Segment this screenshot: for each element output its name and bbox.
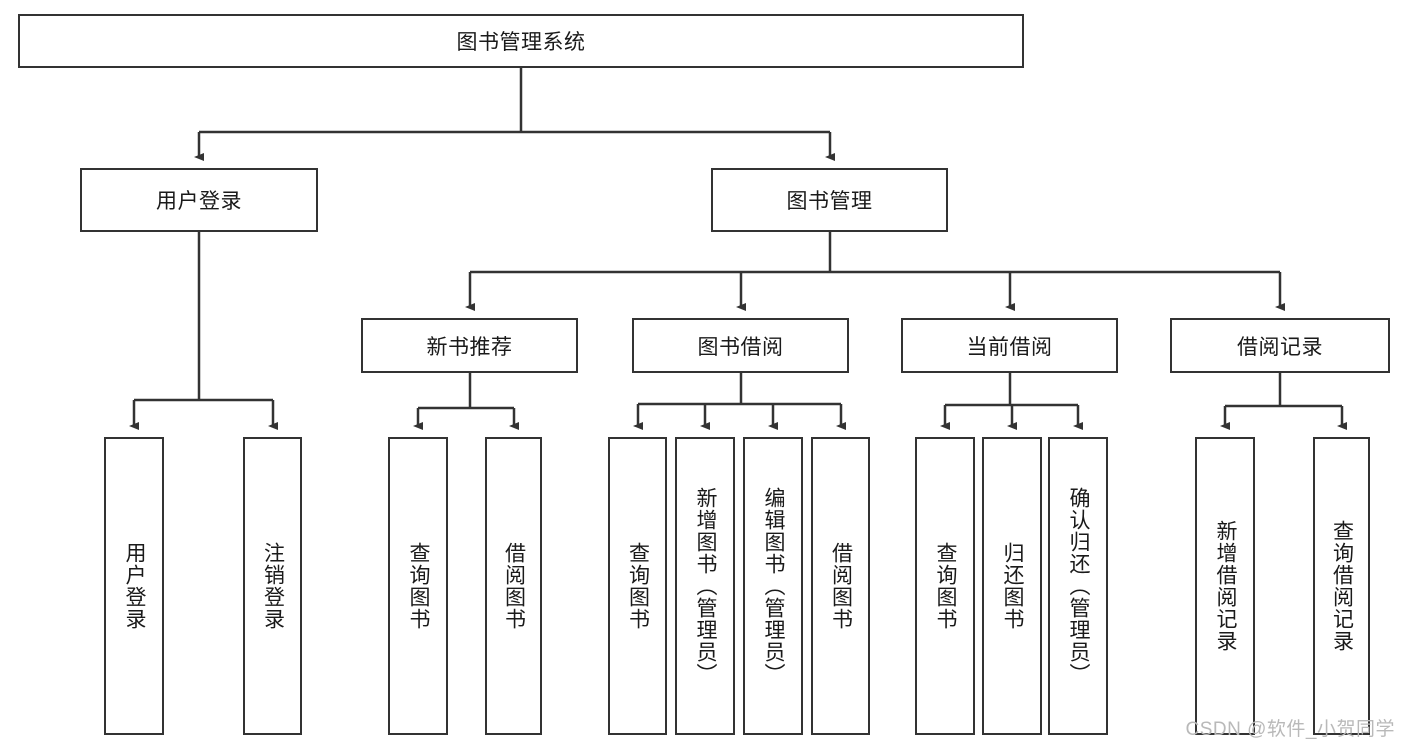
node-label: 图书管理 [786, 190, 873, 213]
node-leaf-borrow-2[interactable]: 借阅图书 [811, 437, 870, 735]
node-leaf-add-rec[interactable]: 新增借阅记录 [1195, 437, 1255, 735]
node-user-login[interactable]: 用户登录 [80, 168, 318, 232]
node-leaf-borrow-1[interactable]: 借阅图书 [485, 437, 542, 735]
node-label: 新书推荐 [426, 335, 513, 359]
node-label: 查询图书 [934, 542, 958, 630]
node-leaf-query-1[interactable]: 查询图书 [388, 437, 448, 735]
node-label: 查询借阅记录 [1330, 520, 1354, 652]
watermark-label: CSDN @软件_小贺同学 [1185, 719, 1395, 740]
node-label: 图书管理系统 [456, 31, 586, 54]
node-book-borrow[interactable]: 图书借阅 [632, 318, 849, 373]
node-leaf-edit-book[interactable]: 编辑图书（管理员） [743, 437, 803, 735]
node-label: 借阅图书 [829, 542, 853, 630]
node-leaf-query-rec[interactable]: 查询借阅记录 [1313, 437, 1370, 735]
node-label: 注销登录 [261, 542, 285, 630]
node-label: 查询图书 [626, 542, 650, 630]
node-leaf-logout[interactable]: 注销登录 [243, 437, 302, 735]
node-book-mgmt[interactable]: 图书管理 [711, 168, 948, 232]
node-new-book-rec[interactable]: 新书推荐 [361, 318, 578, 373]
node-leaf-user-login[interactable]: 用户登录 [104, 437, 164, 735]
node-label: 确认归还（管理员） [1067, 487, 1091, 685]
node-label: 用户登录 [156, 190, 242, 213]
node-leaf-query-3[interactable]: 查询图书 [915, 437, 975, 735]
node-current-borrow[interactable]: 当前借阅 [901, 318, 1118, 373]
node-leaf-return[interactable]: 归还图书 [982, 437, 1042, 735]
node-label: 归还图书 [1001, 542, 1025, 630]
node-label: 新增借阅记录 [1214, 520, 1238, 652]
node-borrow-record[interactable]: 借阅记录 [1170, 318, 1390, 373]
node-label: 借阅图书 [502, 542, 526, 630]
node-leaf-confirm[interactable]: 确认归还（管理员） [1048, 437, 1108, 735]
node-leaf-add-book[interactable]: 新增图书（管理员） [675, 437, 735, 735]
node-label: 用户登录 [123, 542, 147, 630]
node-label: 当前借阅 [966, 335, 1053, 359]
node-leaf-query-2[interactable]: 查询图书 [608, 437, 667, 735]
node-root[interactable]: 图书管理系统 [18, 14, 1024, 68]
node-label: 编辑图书（管理员） [762, 487, 786, 685]
node-label: 查询图书 [407, 542, 431, 630]
node-label: 图书借阅 [697, 335, 784, 359]
node-label: 新增图书（管理员） [694, 487, 718, 685]
node-label: 借阅记录 [1237, 335, 1323, 359]
